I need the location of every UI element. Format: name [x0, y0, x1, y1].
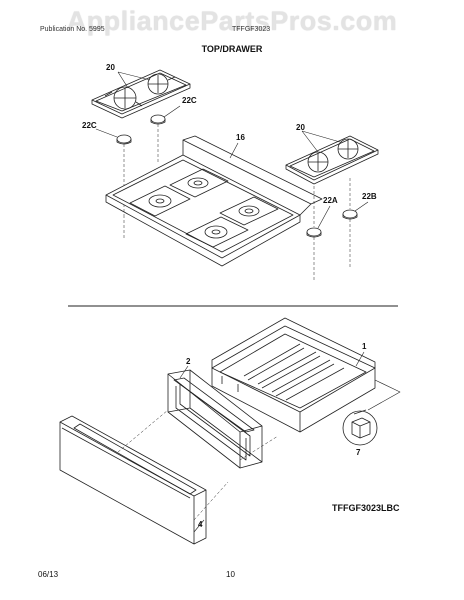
header-publication: Publication No. 5995 — [40, 26, 105, 33]
callout-drawer: 1 — [362, 342, 367, 351]
callout-foot-right-a: 22A — [323, 196, 338, 205]
left-grate — [91, 69, 191, 119]
callout-roller: 7 — [356, 448, 361, 457]
right-grate — [285, 135, 379, 185]
drawer — [211, 317, 376, 433]
callout-cooktop: 16 — [236, 133, 245, 142]
page-title: TOP/DRAWER — [201, 44, 263, 54]
callout-foot-right-b: 22B — [362, 192, 377, 201]
callout-drawer-liner: 2 — [186, 357, 191, 366]
drawer-front — [59, 415, 207, 545]
model-number: TFFGF3023LBC — [332, 503, 400, 513]
watermark: AppliancePartsPros.com — [66, 6, 398, 36]
left-feet — [116, 114, 166, 145]
roller-detail — [342, 409, 378, 446]
header-model: TFFGF3023 — [232, 26, 271, 33]
callout-drawer-front: 4 — [198, 520, 203, 529]
callout-foot-left-a: 22C — [182, 96, 197, 105]
right-feet — [306, 209, 358, 238]
callout-grate-right: 20 — [296, 123, 305, 132]
callout-grate-left: 20 — [106, 63, 115, 72]
cooktop — [105, 135, 323, 267]
drawer-liner — [167, 369, 263, 469]
footer-page-number: 10 — [226, 570, 235, 579]
callout-foot-left-b: 22C — [82, 121, 97, 130]
footer-date: 06/13 — [38, 570, 59, 579]
